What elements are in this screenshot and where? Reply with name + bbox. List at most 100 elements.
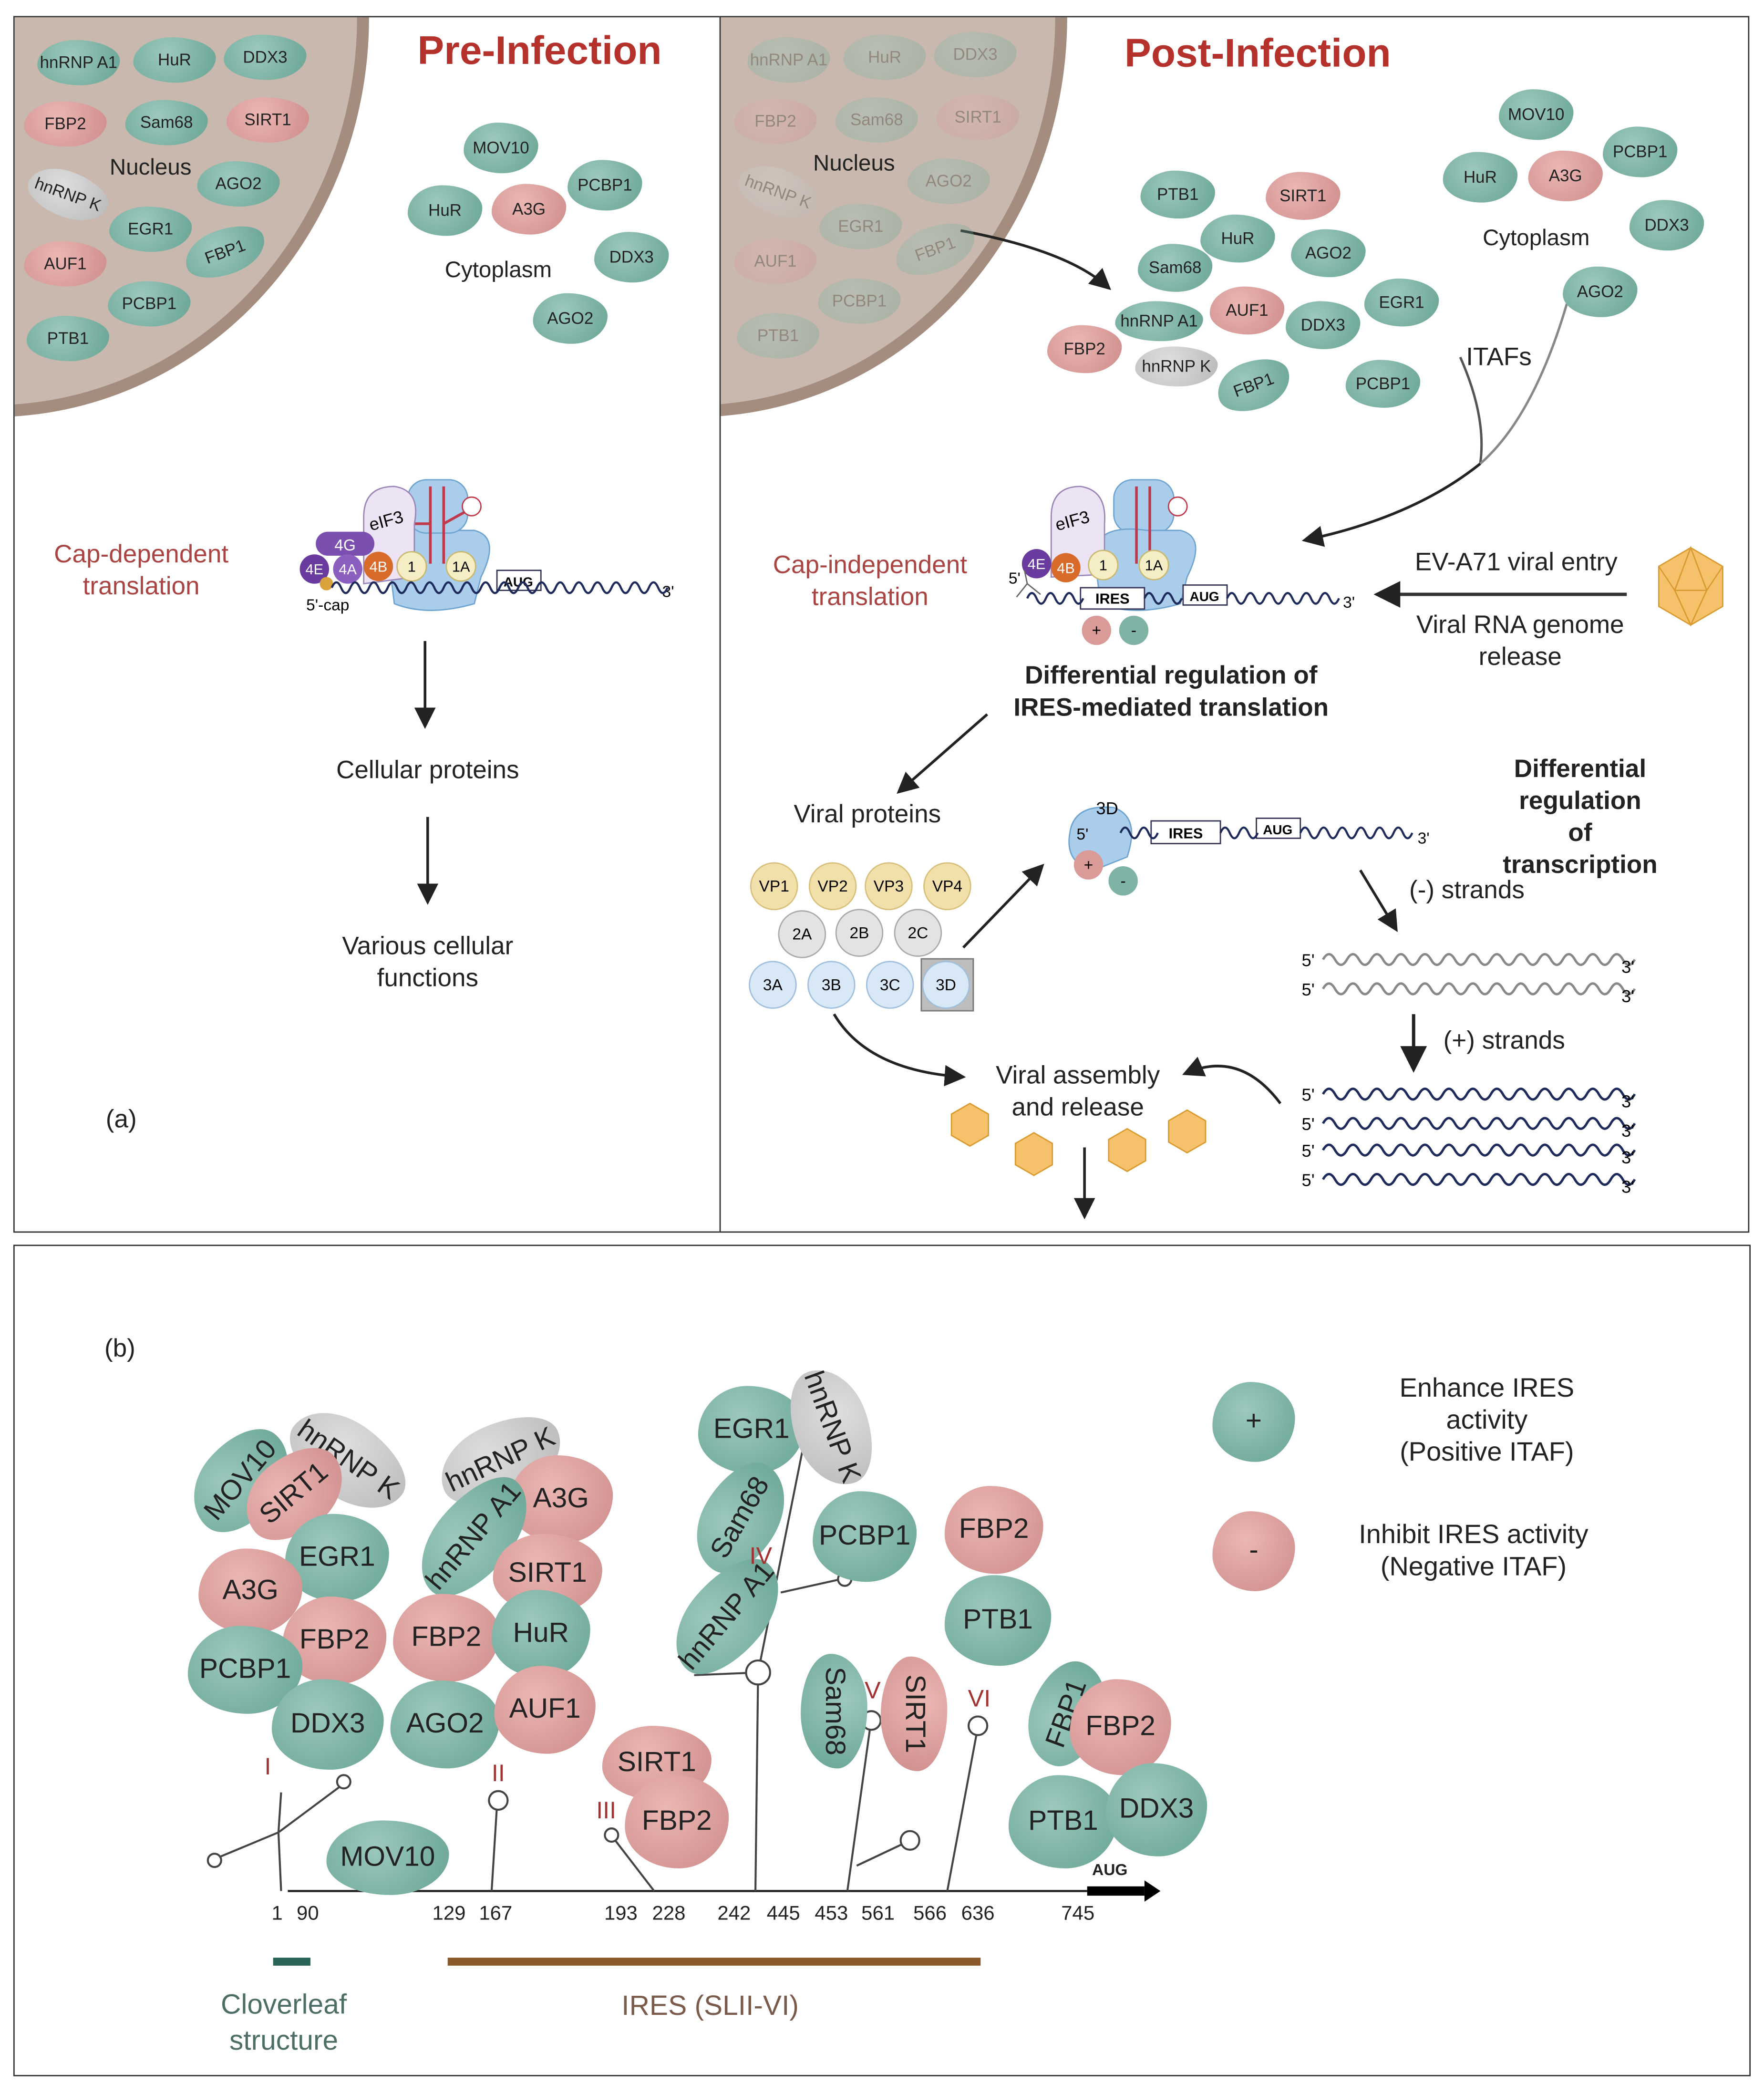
itaf-curve <box>1459 356 1483 464</box>
protein-sam68: Sam68 <box>801 1654 867 1769</box>
protein-hnrnp-a1: hnRNP A1 <box>747 37 830 83</box>
protein-auf1: AUF1 <box>734 239 817 284</box>
ires-bar <box>447 1958 981 1966</box>
nucleotide-position: 745 <box>1061 1902 1095 1925</box>
rna-strand <box>1322 1117 1636 1130</box>
ribosome-small-subunit <box>1113 479 1175 534</box>
viral-protein-3c: 3C <box>866 961 914 1009</box>
rna-strand <box>1322 1088 1636 1101</box>
trna-icon <box>414 486 468 564</box>
plus-strands-label: (+) strands <box>1443 1027 1565 1056</box>
protein-sirt1: SIRT1 <box>1266 172 1341 220</box>
viral-protein-3d: 3D <box>922 961 970 1009</box>
protein-sirt1: SIRT1 <box>880 1656 948 1771</box>
rna-strand <box>1322 982 1636 996</box>
protein-sam68: Sam68 <box>1137 244 1213 292</box>
viral-protein-2b: 2B <box>835 909 884 957</box>
eif1a-label: 1A <box>452 559 470 575</box>
ires-structure-diagram <box>206 1433 1161 1966</box>
post-infection-title: Post-Infection <box>1124 32 1391 76</box>
release-arrow <box>960 229 1111 290</box>
protein-ago2: AGO2 <box>907 158 990 204</box>
protein-pcbp1: PCBP1 <box>1345 360 1421 408</box>
cap-dependent-label: Cap-dependent translation <box>54 541 229 602</box>
five-prime-label: 5' <box>1302 1170 1315 1190</box>
five-prime-label: 5' <box>1302 980 1315 999</box>
stem-loop <box>214 1785 342 1891</box>
eif4e-label: 4E <box>306 561 324 578</box>
nucleotide-position: 561 <box>861 1902 895 1925</box>
nucleotide-position: 242 <box>717 1902 751 1925</box>
virion-icon <box>1108 1128 1146 1172</box>
nucleotide-position: 566 <box>913 1902 947 1925</box>
viral-proteins-label: Viral proteins <box>794 801 941 829</box>
cap-icon <box>320 577 333 591</box>
post-infection-diagram: eIF3 4E 4B 1 1A 5' IRES AUG 3' + - 3D 5'… <box>833 229 1723 1220</box>
stem-loop <box>613 1838 655 1892</box>
aug-box: AUG <box>1190 589 1219 604</box>
five-prime-label: 5' <box>1302 1085 1315 1105</box>
rna-strand <box>1322 953 1636 966</box>
arrow-to-viral-proteins <box>897 713 989 794</box>
eif4e-label: 4E <box>1028 556 1046 572</box>
eif4b-label: 4B <box>1057 560 1075 576</box>
protein-hur: HuR <box>133 37 216 83</box>
plus-itaf: + <box>1084 856 1093 874</box>
stem-loop-label: IV <box>749 1542 773 1569</box>
viral-protein-3a: 3A <box>749 961 797 1009</box>
virion-icon <box>1658 546 1723 627</box>
stem-loop <box>490 1805 498 1891</box>
nucleotide-position: 90 <box>297 1902 319 1925</box>
protein-pcbp1: PCBP1 <box>108 281 191 327</box>
cloverleaf-bar <box>273 1958 310 1966</box>
protein-auf1: AUF1 <box>494 1666 596 1754</box>
protein-sirt1: SIRT1 <box>226 97 309 143</box>
legend-negative-text: Inhibit IRES activity (Negative ITAF) <box>1359 1520 1589 1582</box>
protein-hur: HuR <box>491 1590 590 1678</box>
viral-protein-vp1: VP1 <box>750 862 798 911</box>
rna-strand <box>1143 592 1183 605</box>
3d-label: 3D <box>1096 799 1118 818</box>
nucleus-label: Nucleus <box>109 155 192 180</box>
eif4a-label: 4A <box>339 561 357 578</box>
protein-hur: HuR <box>1443 152 1518 203</box>
ires-regulation-label: Differential regulation of IRES-mediated… <box>1013 662 1329 723</box>
ires-box: IRES <box>1169 825 1203 841</box>
five-prime-label: 5' <box>1302 1141 1315 1161</box>
cytoplasm-label: Cytoplasm <box>444 257 552 283</box>
nucleotide-position: 1 <box>271 1902 283 1925</box>
rna-strand <box>1299 826 1413 840</box>
stem-loop <box>846 1728 905 1891</box>
protein-ago2: AGO2 <box>533 293 608 344</box>
stem-loop-label: II <box>491 1760 505 1787</box>
protein-ddx3: DDX3 <box>934 32 1017 78</box>
viral-protein-3b: 3B <box>807 961 856 1009</box>
viral-entry-label: EV-A71 viral entry <box>1414 549 1618 577</box>
rna-strand <box>1322 1143 1636 1157</box>
three-prime-label: 3' <box>1621 1177 1634 1196</box>
itafs-label: ITAFs <box>1466 343 1532 372</box>
protein-fbp2: FBP2 <box>944 1486 1043 1574</box>
five-prime-label: 5' <box>1302 951 1315 970</box>
transcription-regulation-label: Differential regulation of transcription <box>1503 756 1658 880</box>
viral-protein-vp2: VP2 <box>808 862 857 911</box>
nucleotide-position: 193 <box>604 1902 638 1925</box>
protein-hnrnp-a1: hnRNP A1 <box>1115 301 1203 342</box>
three-prime-label: 3' <box>1418 830 1430 847</box>
eif1-label: 1 <box>1099 557 1107 574</box>
protein-sam68: Sam68 <box>835 97 918 143</box>
nucleotide-position: 228 <box>652 1902 686 1925</box>
protein-a3g: A3G <box>1528 150 1603 201</box>
protein-hur: HuR <box>1200 214 1275 263</box>
viral-protein-2a: 2A <box>778 910 826 958</box>
nucleotide-position: 453 <box>815 1902 848 1925</box>
stem-loop-label: VI <box>968 1685 991 1712</box>
protein-auf1: AUF1 <box>1209 286 1285 335</box>
protein-fbp2: FBP2 <box>393 1594 500 1682</box>
rna-strand <box>1119 826 1159 840</box>
protein-ddx3: DDX3 <box>594 232 669 283</box>
nucleotide-position: 129 <box>432 1902 466 1925</box>
three-prime-label: 3' <box>1621 957 1634 976</box>
protein-egr1: EGR1 <box>1364 278 1439 327</box>
